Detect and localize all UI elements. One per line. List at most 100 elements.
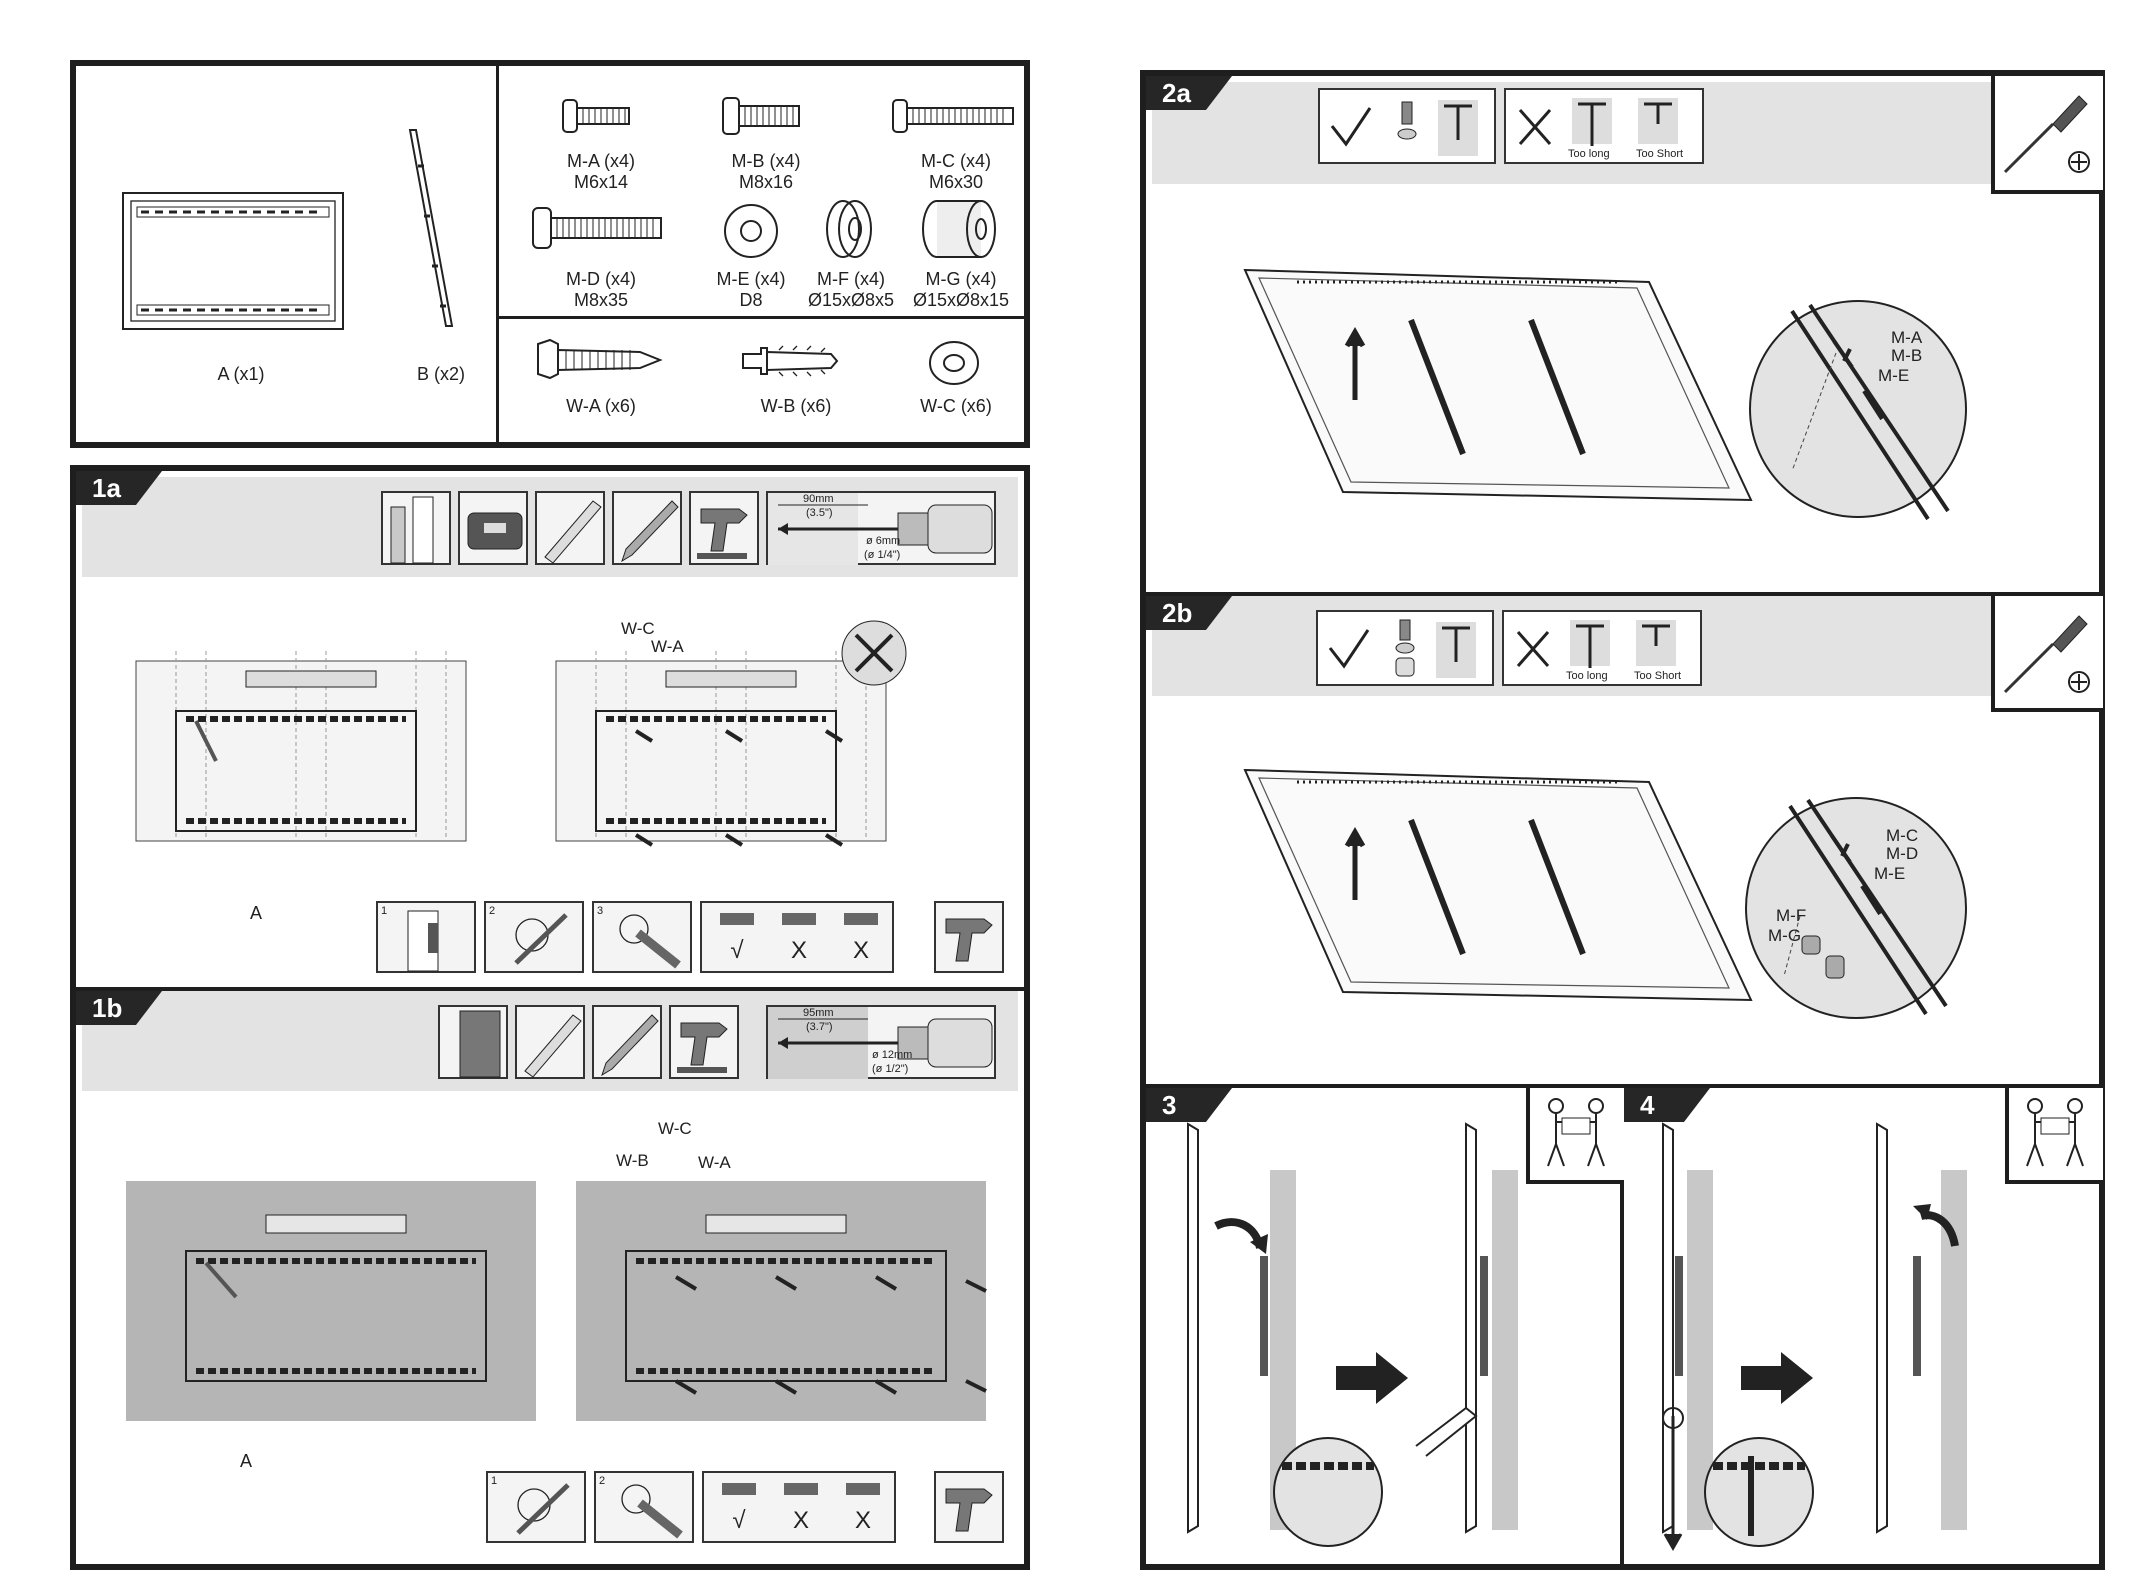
screw-m-b-name: M-B (x4) [731, 151, 801, 171]
step-4-tag: 4 [1624, 1088, 1710, 1122]
drill-depth-1a: 90mm [803, 493, 834, 505]
step-2a-incorrect-fit: Too long Too Short [1504, 88, 1704, 164]
lag-bolt-w-a-label: W-A (x6) [566, 396, 636, 416]
step-2a-label-mb: M-B [1891, 346, 1923, 365]
screw-m-c-size: M6x30 [928, 172, 984, 192]
step-1b-wall-right-drawing [576, 1181, 987, 1421]
step-2b-label-md: M-D [1886, 844, 1919, 863]
screw-m-a-drawing [562, 99, 630, 133]
level-mark-bad: X [792, 1507, 809, 1534]
step-1a-wall-left-drawing [135, 651, 467, 842]
drill-depth-in-1b: (3.7") [806, 1021, 833, 1033]
level-mark-bad: X [852, 937, 869, 964]
drill-dia-in-1a: (ø 1/4") [864, 549, 901, 561]
screw-m-b-size: M8x16 [738, 172, 794, 192]
drill-depth-diagram-1a: 90mm (3.5") ø 6mm (ø 1/4") [766, 491, 996, 565]
screw-m-a-size: M6x14 [573, 172, 629, 192]
spacer-m-g-size: Ø15xØ8x15 [912, 290, 1010, 310]
step-1b-label-wb: W-B [616, 1151, 649, 1170]
part-a-label: A (x1) [217, 364, 265, 384]
screwdriver-icon [2003, 615, 2090, 694]
step-1b-label-a: A [239, 1451, 252, 1471]
step-1b-substep-1: 1 [486, 1471, 586, 1543]
step-1a-label-a: A [249, 903, 262, 923]
step-1b-substep-2: 2 [594, 1471, 694, 1543]
step-1a-tag: 1a [76, 471, 162, 505]
step-1a-drill-icon [934, 901, 1004, 973]
spirit-level-icon [535, 491, 605, 565]
level-mark-bad: X [790, 937, 807, 964]
step-1a-substep-2: 2 [484, 901, 584, 973]
step-1a-substep-1: 1 [376, 901, 476, 973]
step-1b-label-wa: W-A [698, 1153, 731, 1172]
screw-m-c-drawing [892, 99, 1014, 133]
parts-divider-vertical [496, 66, 499, 442]
step-2a-detail-circle [1749, 300, 1967, 521]
spacer-m-g-drawing [922, 200, 996, 258]
step-2b-label-mf: M-F [1776, 906, 1807, 925]
step-1-panel: 1a 90mm (3.5") ø 6 [70, 465, 1030, 1570]
step-2a-label-ma: M-A [1891, 328, 1923, 347]
power-drill-icon [669, 1005, 739, 1079]
step-3-tag: 3 [1146, 1088, 1232, 1122]
washer-w-c-drawing [929, 341, 979, 385]
step-3-hang-tv-drawing [1187, 1122, 1518, 1547]
parts-panel: A (x1) B (x2) M-A (x4) M6x14 M-B (x4) M8… [70, 60, 1030, 448]
step-1a-substep-3: 3 [592, 901, 692, 973]
level-mark-ok: √ [732, 1507, 746, 1534]
washer-m-e-name: M-E (x4) [716, 269, 786, 289]
step-2b-correct-fit [1316, 610, 1494, 686]
step-2b-tag: 2b [1146, 596, 1232, 630]
step-2a-tool-box [1991, 76, 2103, 194]
spacer-m-f-size: Ø15xØ8x5 [807, 290, 895, 310]
too-long-label: Too long [1566, 670, 1608, 682]
step-2b-label-mg: M-G [1768, 926, 1802, 945]
step-2b-detail-circle [1745, 797, 1967, 1019]
substep-number: 1 [381, 905, 388, 917]
screw-m-a-name: M-A (x4) [566, 151, 635, 171]
part-b-label: B (x2) [416, 364, 465, 384]
spacer-m-g-name: M-G (x4) [925, 269, 997, 289]
step-2a-label-me: M-E [1878, 366, 1910, 385]
step-3-people-box [1526, 1088, 1624, 1184]
screw-m-d-size: M8x35 [573, 290, 629, 310]
level-mark-bad: X [854, 1507, 871, 1534]
spirit-level-icon [515, 1005, 585, 1079]
step-1a-wall-right-drawing [555, 620, 907, 847]
step-divider-vertical [1620, 1084, 1624, 1564]
spacer-m-f-drawing [826, 200, 872, 258]
step-1b-level-check: √ X X [702, 1471, 896, 1543]
anchor-w-b-label: W-B (x6) [760, 396, 832, 416]
stud-wall-icon [381, 491, 451, 565]
washer-m-e-size: D8 [739, 290, 763, 310]
too-long-label: Too long [1568, 148, 1610, 160]
screw-m-b-drawing [722, 97, 800, 135]
parts-divider-horizontal [496, 316, 1024, 319]
substep-number: 2 [489, 905, 496, 917]
too-short-label: Too Short [1636, 148, 1684, 160]
spacer-m-f-name: M-F (x4) [817, 269, 885, 289]
step-2b-label-me: M-E [1874, 864, 1906, 883]
drill-depth-diagram-1b: 95mm (3.7") ø 12mm (ø 1/2") [766, 1005, 996, 1079]
step-1b-wall-left-drawing [126, 1181, 536, 1421]
level-mark-ok: √ [730, 937, 744, 964]
anchor-w-b-drawing [742, 345, 839, 377]
step-2-4-panel: 2a Too long Too Short M-A M-B M-E [1140, 70, 2105, 1570]
too-short-label: Too Short [1634, 670, 1682, 682]
wall-plate-a-drawing [122, 192, 344, 330]
step-1b-label-wc: W-C [658, 1119, 692, 1138]
screwdriver-icon [2003, 95, 2090, 174]
drill-dia-1b: ø 12mm [872, 1049, 913, 1061]
step-4-secure-tv-drawing [1662, 1122, 1967, 1552]
substep-number: 2 [599, 1475, 606, 1487]
step-1a-label-wc: W-C [621, 619, 655, 638]
drill-depth-in-1a: (3.5") [806, 507, 833, 519]
substep-number: 1 [491, 1475, 498, 1487]
step-2a-correct-fit [1318, 88, 1496, 164]
stud-finder-icon [458, 491, 528, 565]
step-2a-tag: 2a [1146, 76, 1232, 110]
pencil-icon [592, 1005, 662, 1079]
washer-w-c-label: W-C (x6) [920, 396, 992, 416]
two-person-lift-icon [1547, 1098, 1605, 1167]
